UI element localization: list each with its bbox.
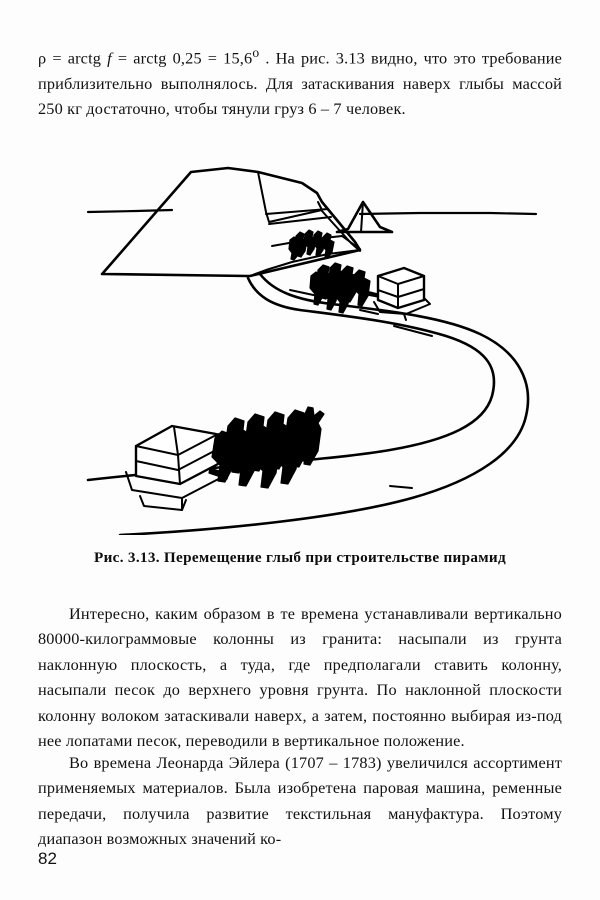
far-pyramid [335,200,394,234]
upper-sledge [373,297,431,315]
paragraph-middle: Интересно, каким образом в те времена ус… [38,604,562,751]
ramp-worker-group [288,229,335,261]
road-texture-mark-4 [389,485,413,489]
upper-worker-group [309,262,379,314]
far-pyramid-edge [360,201,364,233]
figure-3-13 [60,150,540,535]
paragraph-top: ρ = arctg f = arctg 0,25 = 15,6o . На ри… [38,45,563,119]
horizon-line-right [358,211,538,216]
figure-caption: Рис. 3.13. Перемещение глыб при строител… [94,549,506,566]
road-texture-mark-1 [289,289,319,297]
paragraph-bottom: Во времена Леонарда Эйлера (1707 – 1783)… [38,753,562,849]
horizon-line-left [86,208,174,214]
road-texture-mark-2 [359,309,379,315]
pyramid-terrace-upper [257,171,323,223]
lower-stone-block [125,424,229,511]
pyramid-terrace-middle [265,208,357,244]
main-pyramid-outline [100,166,362,278]
lower-worker-group [208,406,325,489]
upper-stone-block [373,266,431,321]
ramp-base-line [249,249,361,277]
pyramid-construction-illustration [86,166,538,535]
construction-ramp-edge [321,210,361,252]
page-number: 82 [38,849,57,868]
pyramid-terrace-lower [268,216,332,225]
road-texture-mark-3 [393,325,433,337]
